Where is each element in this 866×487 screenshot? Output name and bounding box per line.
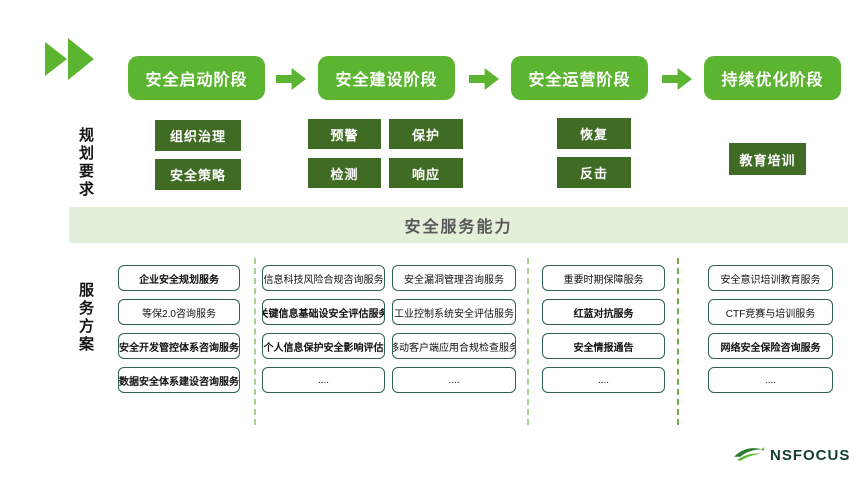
dashed-separator [254,258,256,425]
planning-box-governance: 组织治理 [155,120,241,151]
planning-box-protect: 保护 [389,119,463,149]
service-box: 信息科技风险合规咨询服务 [262,265,385,291]
service-column-4: 安全意识培训教育服务 CTF竞赛与培训服务 网络安全保险咨询服务 .... [708,265,833,393]
service-box: 数据安全体系建设咨询服务 [118,367,240,393]
capability-banner-label: 安全服务能力 [404,219,513,236]
nsfocus-logo-text: NSFOCUS [770,446,851,464]
stage-header-start: 安全启动阶段 [128,56,265,100]
service-box: 安全开发管控体系咨询服务 [118,333,240,359]
service-box: 企业安全规划服务 [118,265,240,291]
capability-banner: 安全服务能力 [69,207,848,243]
service-box: 安全意识培训教育服务 [708,265,833,291]
service-column-1: 企业安全规划服务 等保2.0咨询服务 安全开发管控体系咨询服务 数据安全体系建设… [118,265,240,393]
row-label-planning: 规划要求 [77,127,94,199]
stage-header-operate: 安全运营阶段 [511,56,648,100]
service-box: 安全漏洞管理咨询服务 [392,265,516,291]
service-box: .... [392,367,516,393]
planning-box-education: 教育培训 [729,143,806,175]
service-box: 安全情报通告 [542,333,665,359]
planning-box-detect: 检测 [308,158,381,188]
planning-box-recover: 恢复 [557,118,631,149]
service-box: 关键信息基础设安全评估服务 [262,299,385,325]
planning-box-warning: 预警 [308,119,381,149]
service-column-3: 重要时期保障服务 红蓝对抗服务 安全情报通告 .... [542,265,665,393]
nsfocus-swoosh-icon [734,447,766,461]
service-box: 个人信息保护安全影响评估 [262,333,385,359]
stage-header-optimize: 持续优化阶段 [704,56,841,100]
planning-box-respond: 响应 [389,158,463,188]
arrow-right-icon [469,68,499,90]
service-column-2a: 信息科技风险合规咨询服务 关键信息基础设安全评估服务 个人信息保护安全影响评估 … [262,265,385,393]
nsfocus-logo: NSFOCUS [733,444,850,466]
service-box: 移动客户端应用合规检查服务 [392,333,516,359]
service-box: 工业控制系统安全评估服务 [392,299,516,325]
arrow-right-icon [662,68,692,90]
row-label-services: 服务方案 [77,282,94,354]
service-box: .... [708,367,833,393]
chevron-right-icon [45,42,67,76]
dashed-separator [677,258,679,425]
service-box: 红蓝对抗服务 [542,299,665,325]
service-box: 重要时期保障服务 [542,265,665,291]
service-box: 等保2.0咨询服务 [118,299,240,325]
arrow-right-icon [276,68,306,90]
stage-header-build: 安全建设阶段 [318,56,455,100]
service-column-2b: 安全漏洞管理咨询服务 工业控制系统安全评估服务 移动客户端应用合规检查服务 ..… [392,265,516,393]
chevron-right-icon [68,38,94,80]
planning-box-counter: 反击 [557,157,631,188]
service-box: .... [542,367,665,393]
service-box: .... [262,367,385,393]
dashed-separator [527,258,529,425]
service-box: 网络安全保险咨询服务 [708,333,833,359]
service-box: CTF竞赛与培训服务 [708,299,833,325]
planning-box-policy: 安全策略 [155,159,241,190]
